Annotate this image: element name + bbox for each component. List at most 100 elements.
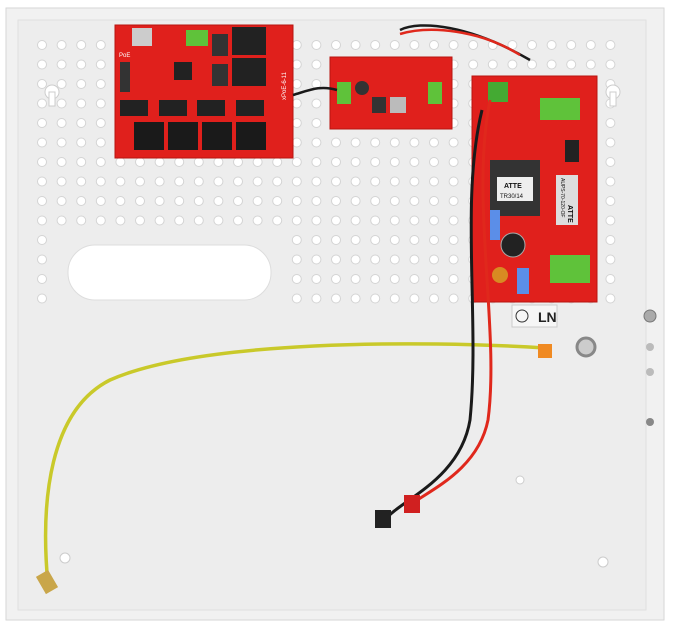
perforation-hole <box>76 196 87 206</box>
perforation-hole <box>448 235 459 245</box>
perforation-hole <box>605 157 616 167</box>
red-wire <box>409 99 493 507</box>
perforation-hole <box>429 254 439 265</box>
perforation-hole <box>389 176 400 187</box>
perforation-hole <box>193 176 204 187</box>
perforation-hole <box>468 59 479 70</box>
perforation-hole <box>311 40 322 50</box>
perforation-hole <box>311 293 322 304</box>
perforation-hole <box>331 176 341 187</box>
perforation-hole <box>233 215 243 226</box>
perforation-hole <box>252 157 263 167</box>
perforation-hole <box>154 157 165 167</box>
perforation-hole <box>291 59 302 70</box>
perforation-hole <box>76 98 87 109</box>
perforation-hole <box>213 215 224 226</box>
perforation-hole <box>409 176 420 187</box>
perforation-hole <box>350 157 361 167</box>
perforation-hole <box>56 137 67 148</box>
perforation-hole <box>409 157 420 167</box>
perforation-hole <box>291 157 302 167</box>
perforation-hole <box>448 157 459 167</box>
perforation-hole <box>154 215 165 226</box>
perforation-hole <box>76 40 87 50</box>
perforation-hole <box>233 157 243 167</box>
perforation-hole <box>115 176 126 187</box>
poe-model-label: xPoE-6-11 <box>282 71 288 100</box>
perforation-hole <box>37 293 47 304</box>
perforation-hole <box>135 176 145 187</box>
ground-wire <box>43 342 546 586</box>
perforation-hole <box>37 98 47 109</box>
perforation-hole <box>331 274 341 284</box>
perforation-hole <box>56 40 67 50</box>
perforation-hole <box>370 215 381 226</box>
power-terminal <box>186 30 208 46</box>
perforation-hole <box>252 196 263 206</box>
perforation-hole <box>350 235 361 245</box>
perforation-hole <box>291 196 302 206</box>
perforation-hole <box>56 59 67 70</box>
perforation-hole <box>409 215 420 226</box>
perforation-hole <box>350 215 361 226</box>
perforation-hole <box>448 40 459 50</box>
perforation-hole <box>95 79 106 89</box>
perforation-hole <box>429 176 439 187</box>
perforation-hole <box>76 176 87 187</box>
perforation-hole <box>448 196 459 206</box>
perforation-hole <box>37 176 47 187</box>
keyhole-right <box>605 84 621 107</box>
perforation-hole <box>174 215 185 226</box>
perforation-hole <box>291 137 302 148</box>
perforation-hole <box>37 274 47 284</box>
perforation-hole <box>135 196 145 206</box>
psu-model-label: AUPS-70-120-OF <box>559 178 565 217</box>
perforation-hole <box>468 40 479 50</box>
perforation-hole <box>193 196 204 206</box>
perforation-hole <box>174 176 185 187</box>
perforation-hole <box>370 235 381 245</box>
perforation-hole <box>370 137 381 148</box>
perforation-hole <box>370 176 381 187</box>
perforation-hole <box>311 137 322 148</box>
perforation-hole <box>389 157 400 167</box>
perforation-hole <box>429 293 439 304</box>
perforation-hole <box>409 235 420 245</box>
perforation-hole <box>448 254 459 265</box>
perforation-hole <box>37 40 47 50</box>
perforation-hole <box>56 176 67 187</box>
perforation-hole <box>95 137 106 148</box>
perforation-hole <box>154 196 165 206</box>
perforation-hole <box>56 79 67 89</box>
perforation-hole <box>174 157 185 167</box>
perforation-hole <box>409 274 420 284</box>
perforation-hole <box>37 215 47 226</box>
perforation-hole <box>331 235 341 245</box>
perforation-hole <box>448 137 459 148</box>
dc-converter-board <box>329 56 453 130</box>
poe-label: PoE <box>119 53 130 59</box>
perforation-hole <box>233 176 243 187</box>
perforation-hole <box>605 118 616 128</box>
perforation-hole <box>135 215 145 226</box>
perforation-hole <box>272 215 283 226</box>
poe-switch-board: PoE xPoE-6-11 <box>114 24 294 159</box>
perforation-hole <box>370 274 381 284</box>
perforation-hole <box>95 196 106 206</box>
perforation-hole <box>37 254 47 265</box>
perforation-hole <box>311 157 322 167</box>
perforation-hole <box>95 98 106 109</box>
perforation-hole <box>193 157 204 167</box>
perforation-hole <box>585 59 596 70</box>
perforation-hole <box>507 59 518 70</box>
perforation-hole <box>448 215 459 226</box>
power-supply-board: ATTE TR30/14 AUPS-70-120-OF ATTE <box>471 75 598 303</box>
perforation-hole <box>389 137 400 148</box>
perforation-hole <box>311 176 322 187</box>
perforation-hole <box>95 176 106 187</box>
transformer-brand: ATTE <box>504 183 522 190</box>
perforation-hole <box>527 40 537 50</box>
perforation-hole <box>448 293 459 304</box>
perforation-hole <box>331 215 341 226</box>
